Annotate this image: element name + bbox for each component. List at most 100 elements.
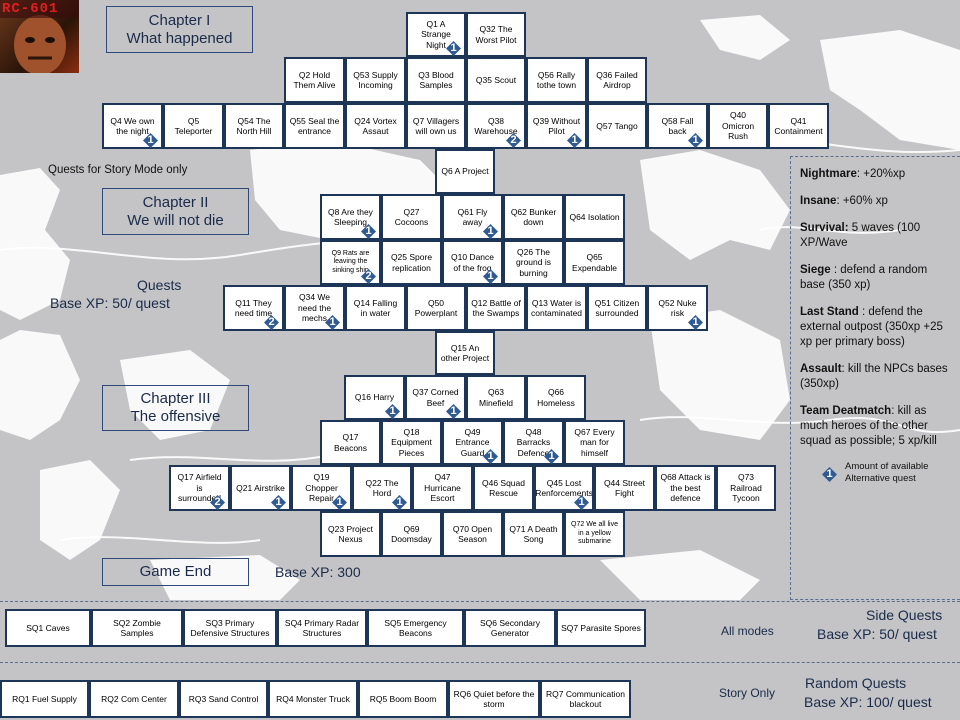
quest-box[interactable]: Q71 A Death Song xyxy=(503,511,564,557)
quest-box[interactable]: Q13 Water is contaminated xyxy=(526,285,587,331)
random-quest-box[interactable]: RQ1 Fuel Supply xyxy=(0,680,89,718)
quest-box[interactable]: Q11 They need time xyxy=(223,285,284,331)
quest-box[interactable]: Q51 Citizen surrounded xyxy=(587,285,647,331)
quest-box[interactable]: Q39 Without Pilot xyxy=(526,103,587,149)
quest-box[interactable]: Q65 Expendable xyxy=(564,240,625,285)
quest-label: SQ1 Caves xyxy=(26,622,70,633)
quest-box[interactable]: Q70 Open Season xyxy=(442,511,503,557)
quest-box[interactable]: Q72 We all live in a yellow submarine xyxy=(564,511,625,557)
quest-box[interactable]: Q23 Project Nexus xyxy=(320,511,381,557)
alternative-quest-badge-icon: 1 xyxy=(483,224,498,239)
quest-label: Q36 Failed Airdrop xyxy=(596,69,638,91)
side-quest-box[interactable]: SQ5 Emergency Beacons xyxy=(367,609,464,647)
quest-box[interactable]: Q18 Equipment Pieces xyxy=(381,420,442,465)
quest-box[interactable]: Q68 Attack is the best defence xyxy=(655,465,716,511)
quest-label: Q65 Expendable xyxy=(572,252,617,273)
quest-label: Q45 Lost Renforcements xyxy=(535,477,593,499)
quest-box[interactable]: Q32 The Worst Pilot xyxy=(466,12,526,57)
random-quest-box[interactable]: RQ6 Quiet before the storm xyxy=(448,680,540,718)
quest-box[interactable]: Q3 Blood Samples xyxy=(406,57,466,103)
quest-label: RQ3 Sand Control xyxy=(188,693,259,704)
quest-label: Q39 Without Pilot xyxy=(532,115,581,137)
quest-box[interactable]: Q25 Spore replication xyxy=(381,240,442,285)
quest-label: Q19 Chopper Repair xyxy=(305,472,338,504)
quest-box[interactable]: Q26 The ground is burning xyxy=(503,240,564,285)
quest-box[interactable]: Q63 Minefield xyxy=(466,375,526,420)
quest-label: SQ7 Parasite Spores xyxy=(561,622,641,633)
quest-box[interactable]: Q53 Supply Incoming xyxy=(345,57,406,103)
quest-box[interactable]: Q12 Battle of the Swamps xyxy=(466,285,526,331)
side-quest-box[interactable]: SQ4 Primary Radar Structures xyxy=(277,609,367,647)
quest-box[interactable]: Q67 Every man for himself xyxy=(564,420,625,465)
side-quest-box[interactable]: SQ6 Secondary Generator xyxy=(464,609,556,647)
side-quest-box[interactable]: SQ7 Parasite Spores xyxy=(556,609,646,647)
quest-box[interactable]: Q2 Hold Them Alive xyxy=(284,57,345,103)
quest-label: Q44 Street Fight xyxy=(603,477,646,499)
quest-box[interactable]: Q6 A Project xyxy=(435,149,495,194)
quest-label: Q41 Containment xyxy=(774,115,823,137)
quest-box[interactable]: Q55 Seal the entrance xyxy=(284,103,345,149)
random-quest-box[interactable]: RQ2 Com Center xyxy=(89,680,179,718)
random-quest-box[interactable]: RQ7 Communication blackout xyxy=(540,680,631,718)
alternative-quest-badge-icon: 1 xyxy=(446,404,461,419)
alternative-quest-badge-icon: 1 xyxy=(574,495,589,510)
quest-box[interactable]: Q8 Are they Sleeping xyxy=(320,194,381,240)
random-quest-box[interactable]: RQ5 Boom Boom xyxy=(358,680,448,718)
quest-label: Q21 Airstrike xyxy=(236,482,285,493)
alternative-quest-badge-icon: 1 xyxy=(483,269,498,284)
side-quests-title: Side Quests xyxy=(866,607,943,623)
quest-label: Q40 Omicron Rush xyxy=(721,110,755,142)
alternative-quest-badge-icon: 1 xyxy=(143,133,158,148)
quest-label: Q56 Rally tothe town xyxy=(536,69,577,91)
quest-box[interactable]: Q49 Entrance Guard xyxy=(442,420,503,465)
quest-box[interactable]: Q35 Scout xyxy=(466,57,526,103)
side-quest-box[interactable]: SQ3 Primary Defensive Structures xyxy=(183,609,277,647)
quest-box[interactable]: Q27 Cocoons xyxy=(381,194,442,240)
legend-siege: Siege : defend a random base (350 xp) xyxy=(800,264,928,291)
quest-label: Q7 Villagers will own us xyxy=(412,115,460,137)
legend-insane: Insane: +60% xp xyxy=(800,195,888,207)
quest-label: Q5 Teleporter xyxy=(174,115,213,137)
quest-label: Q58 Fall back xyxy=(661,115,694,137)
quest-box[interactable]: Q66 Homeless xyxy=(526,375,586,420)
quest-box[interactable]: Q47 Hurricane Escort xyxy=(412,465,473,511)
quest-box[interactable]: Q58 Fall back xyxy=(647,103,708,149)
quest-box[interactable]: Q61 Fly away xyxy=(442,194,503,240)
quest-box[interactable]: Q50 Powerplant xyxy=(406,285,466,331)
quest-box[interactable]: Q54 The North Hill xyxy=(224,103,284,149)
quest-label: Q52 Nuke risk xyxy=(658,297,697,319)
quest-label: Q14 Falling in water xyxy=(353,297,398,319)
quest-box[interactable]: Q48 Barracks Defence xyxy=(503,420,564,465)
quest-box[interactable]: Q17 Beacons xyxy=(320,420,381,465)
quest-box[interactable]: Q46 Squad Rescue xyxy=(473,465,534,511)
quest-box[interactable]: Q7 Villagers will own us xyxy=(406,103,466,149)
quest-box[interactable]: Q69 Doomsday xyxy=(381,511,442,557)
random-quest-box[interactable]: RQ4 Monster Truck xyxy=(268,680,358,718)
quest-box[interactable]: Q41 Containment xyxy=(768,103,829,149)
quest-box[interactable]: Q62 Bunker down xyxy=(503,194,564,240)
quest-label: SQ2 Zombie Samples xyxy=(113,617,161,639)
quest-box[interactable]: Q15 An other Project xyxy=(435,331,495,375)
quest-box[interactable]: Q24 Vortex Assaut xyxy=(345,103,406,149)
quest-label: Q73 Railroad Tycoon xyxy=(730,472,762,504)
quest-box[interactable]: Q5 Teleporter xyxy=(163,103,224,149)
quest-box[interactable]: Q64 Isolation xyxy=(564,194,625,240)
quest-box[interactable]: Q56 Rally tothe town xyxy=(526,57,587,103)
quest-label: Q6 A Project xyxy=(441,166,489,177)
quest-box[interactable]: Q40 Omicron Rush xyxy=(708,103,768,149)
quest-label: SQ3 Primary Defensive Structures xyxy=(190,617,270,639)
quest-label: Q46 Squad Rescue xyxy=(481,477,525,499)
quest-box[interactable]: Q36 Failed Airdrop xyxy=(587,57,647,103)
alternative-quest-badge-icon: 1 xyxy=(483,449,498,464)
quest-box[interactable]: Q45 Lost Renforcements xyxy=(534,465,594,511)
quest-label: Q35 Scout xyxy=(475,74,517,85)
quest-box[interactable]: Q14 Falling in water xyxy=(345,285,406,331)
quest-box[interactable]: Q73 Railroad Tycoon xyxy=(716,465,776,511)
random-quest-box[interactable]: RQ3 Sand Control xyxy=(179,680,268,718)
quest-box[interactable]: Q57 Tango xyxy=(587,103,647,149)
side-quest-box[interactable]: SQ2 Zombie Samples xyxy=(91,609,183,647)
side-quest-box[interactable]: SQ1 Caves xyxy=(5,609,91,647)
quest-box[interactable]: Q44 Street Fight xyxy=(594,465,655,511)
